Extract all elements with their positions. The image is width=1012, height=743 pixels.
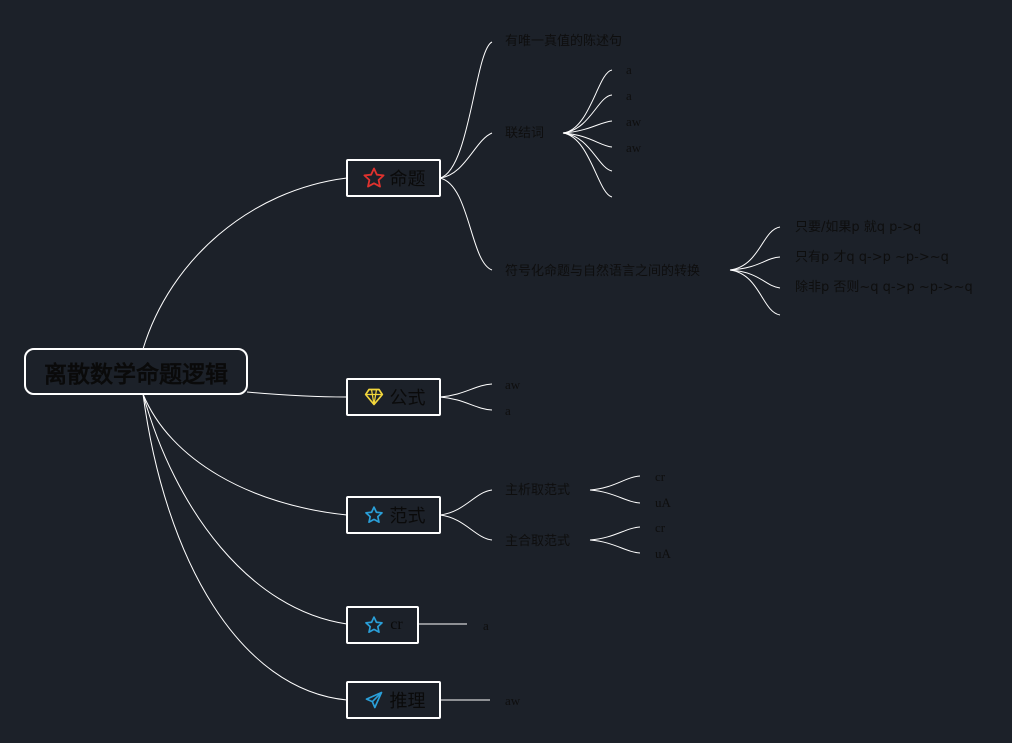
blue-star-icon bbox=[362, 503, 386, 527]
leaf-disjunctive[interactable]: cr bbox=[655, 469, 666, 484]
connector-fanshi-conjunctive bbox=[439, 514, 493, 541]
leaf-symbolization[interactable]: 只要/如果p 就q p->q bbox=[795, 220, 922, 235]
connector-root-fanshi bbox=[142, 393, 348, 516]
leaf-connective[interactable]: aw bbox=[626, 140, 642, 155]
leaf-connective[interactable]: a bbox=[626, 88, 632, 103]
connector-mingti-symbolization bbox=[439, 177, 493, 271]
root-topic-label: 离散数学命题逻辑 bbox=[44, 361, 228, 388]
leaf-symbolization[interactable]: 除非p 否则~q q->p ~p->~q bbox=[795, 280, 973, 295]
topic-mingti-label: 命题 bbox=[389, 169, 426, 190]
topic-cr-label: cr bbox=[390, 616, 403, 633]
subtopic-symbolization[interactable]: 符号化命题与自然语言之间的转换 bbox=[505, 264, 701, 279]
connector-conjunctive-1 bbox=[589, 526, 641, 541]
leaf-connective[interactable]: a bbox=[626, 62, 632, 77]
leaf-conjunctive[interactable]: cr bbox=[655, 520, 666, 535]
connector-symbolization-3 bbox=[729, 269, 781, 289]
topic-mingti[interactable]: 命题 bbox=[346, 159, 441, 197]
connector-root-cr bbox=[142, 393, 348, 625]
connector-connective-4 bbox=[562, 132, 613, 148]
subtopic-unique-truth[interactable]: 有唯一真值的陈述句 bbox=[505, 34, 623, 49]
topic-gongshi-label: 公式 bbox=[389, 388, 426, 409]
connector-gongshi-1 bbox=[439, 383, 493, 398]
connector-gongshi-2 bbox=[439, 396, 493, 411]
connector-conjunctive-2 bbox=[589, 539, 641, 554]
connector-connective-3 bbox=[562, 120, 613, 134]
connector-root-mingti bbox=[142, 177, 348, 350]
connector-mingti-connectives bbox=[439, 132, 493, 179]
connector-fanshi-disjunctive bbox=[439, 489, 493, 516]
connector-symbolization-2 bbox=[729, 256, 781, 271]
connector-disjunctive-2 bbox=[589, 489, 641, 504]
red-star-icon bbox=[362, 166, 386, 190]
connector-connective-6 bbox=[562, 132, 613, 198]
connector-connective-1 bbox=[562, 69, 613, 134]
topic-fanshi[interactable]: 范式 bbox=[346, 496, 441, 534]
connector-disjunctive-1 bbox=[589, 475, 641, 491]
subtopic-main-conjunctive[interactable]: 主合取范式 bbox=[505, 534, 571, 549]
connector-connective-5 bbox=[562, 132, 613, 172]
blue-star-icon bbox=[362, 613, 386, 637]
yellow-diamond-icon bbox=[362, 385, 386, 409]
root-topic[interactable]: 离散数学命题逻辑 bbox=[24, 348, 248, 395]
topic-tuili-label: 推理 bbox=[389, 691, 426, 712]
leaf-conjunctive[interactable]: uA bbox=[655, 546, 671, 561]
topic-tuili[interactable]: 推理 bbox=[346, 681, 441, 719]
connector-symbolization-4 bbox=[729, 269, 781, 316]
paper-plane-icon bbox=[362, 688, 386, 712]
connector-mingti-unique bbox=[439, 41, 493, 179]
leaf-gongshi[interactable]: a bbox=[505, 403, 511, 418]
connector-connective-2 bbox=[562, 94, 613, 134]
subtopic-main-disjunctive[interactable]: 主析取范式 bbox=[505, 483, 571, 498]
subtopic-connectives[interactable]: 联结词 bbox=[505, 126, 545, 141]
leaf-connective[interactable]: aw bbox=[626, 114, 642, 129]
leaf-symbolization[interactable]: 只有p 才q q->p ~p->~q bbox=[795, 250, 949, 265]
leaf-cr[interactable]: a bbox=[483, 618, 489, 633]
leaf-tuili[interactable]: aw bbox=[505, 693, 521, 708]
leaf-disjunctive[interactable]: uA bbox=[655, 495, 671, 510]
connector-root-tuili bbox=[142, 393, 348, 701]
topic-fanshi-label: 范式 bbox=[389, 506, 426, 527]
topic-cr[interactable]: cr bbox=[346, 606, 419, 644]
connector-symbolization-1 bbox=[729, 226, 781, 271]
topic-gongshi[interactable]: 公式 bbox=[346, 378, 441, 416]
leaf-gongshi[interactable]: aw bbox=[505, 377, 521, 392]
connector-root-gongshi bbox=[246, 391, 348, 398]
